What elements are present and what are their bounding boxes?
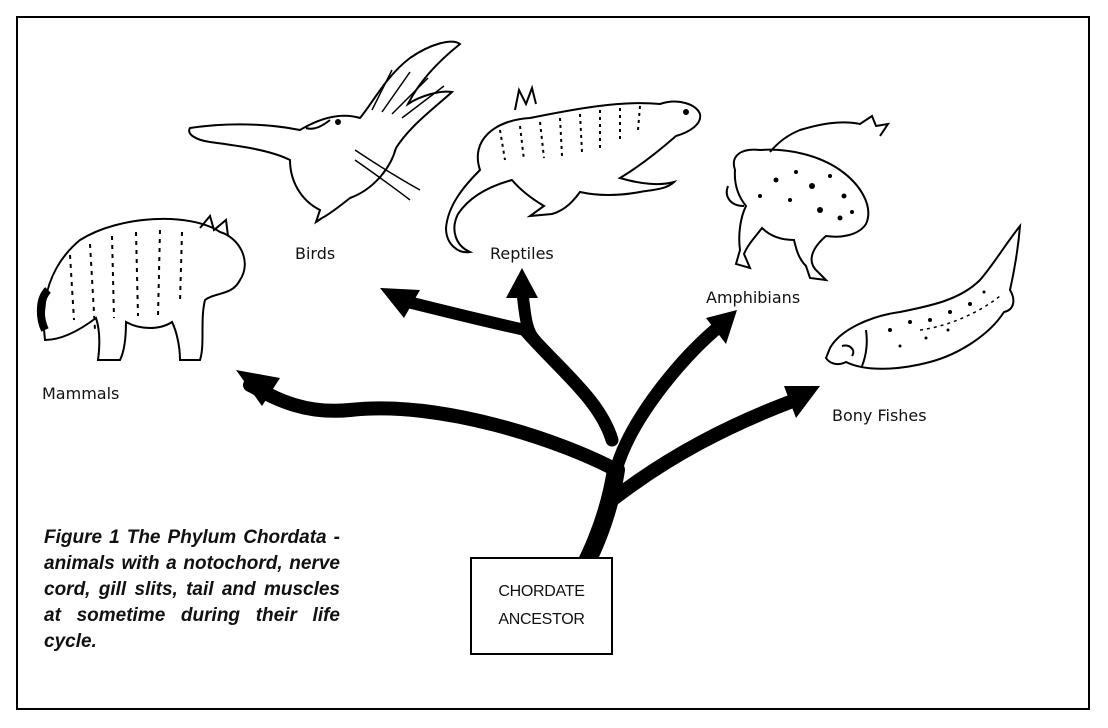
mammal-illustration bbox=[41, 216, 245, 360]
label-amphibians: Amphibians bbox=[706, 288, 800, 307]
bird-illustration bbox=[189, 42, 460, 222]
branch-mammals bbox=[250, 385, 616, 470]
chordate-ancestor-box: CHORDATE ANCESTOR bbox=[470, 557, 613, 655]
label-birds: Birds bbox=[295, 244, 335, 263]
figure-caption: Figure 1 The Phylum Chordata - animals w… bbox=[44, 525, 340, 655]
amphibian-illustration bbox=[727, 116, 888, 280]
label-reptiles: Reptiles bbox=[490, 244, 554, 263]
ancestor-line-2: ANCESTOR bbox=[498, 606, 584, 634]
branch-birds bbox=[400, 300, 525, 330]
fish-illustration bbox=[826, 226, 1020, 369]
arrowhead-reptiles bbox=[506, 268, 538, 298]
reptile-illustration bbox=[446, 88, 700, 252]
branch-birds-reptiles bbox=[525, 330, 612, 440]
label-bony-fishes: Bony Fishes bbox=[832, 406, 927, 425]
label-mammals: Mammals bbox=[42, 384, 119, 403]
ancestor-line-1: CHORDATE bbox=[498, 578, 584, 606]
